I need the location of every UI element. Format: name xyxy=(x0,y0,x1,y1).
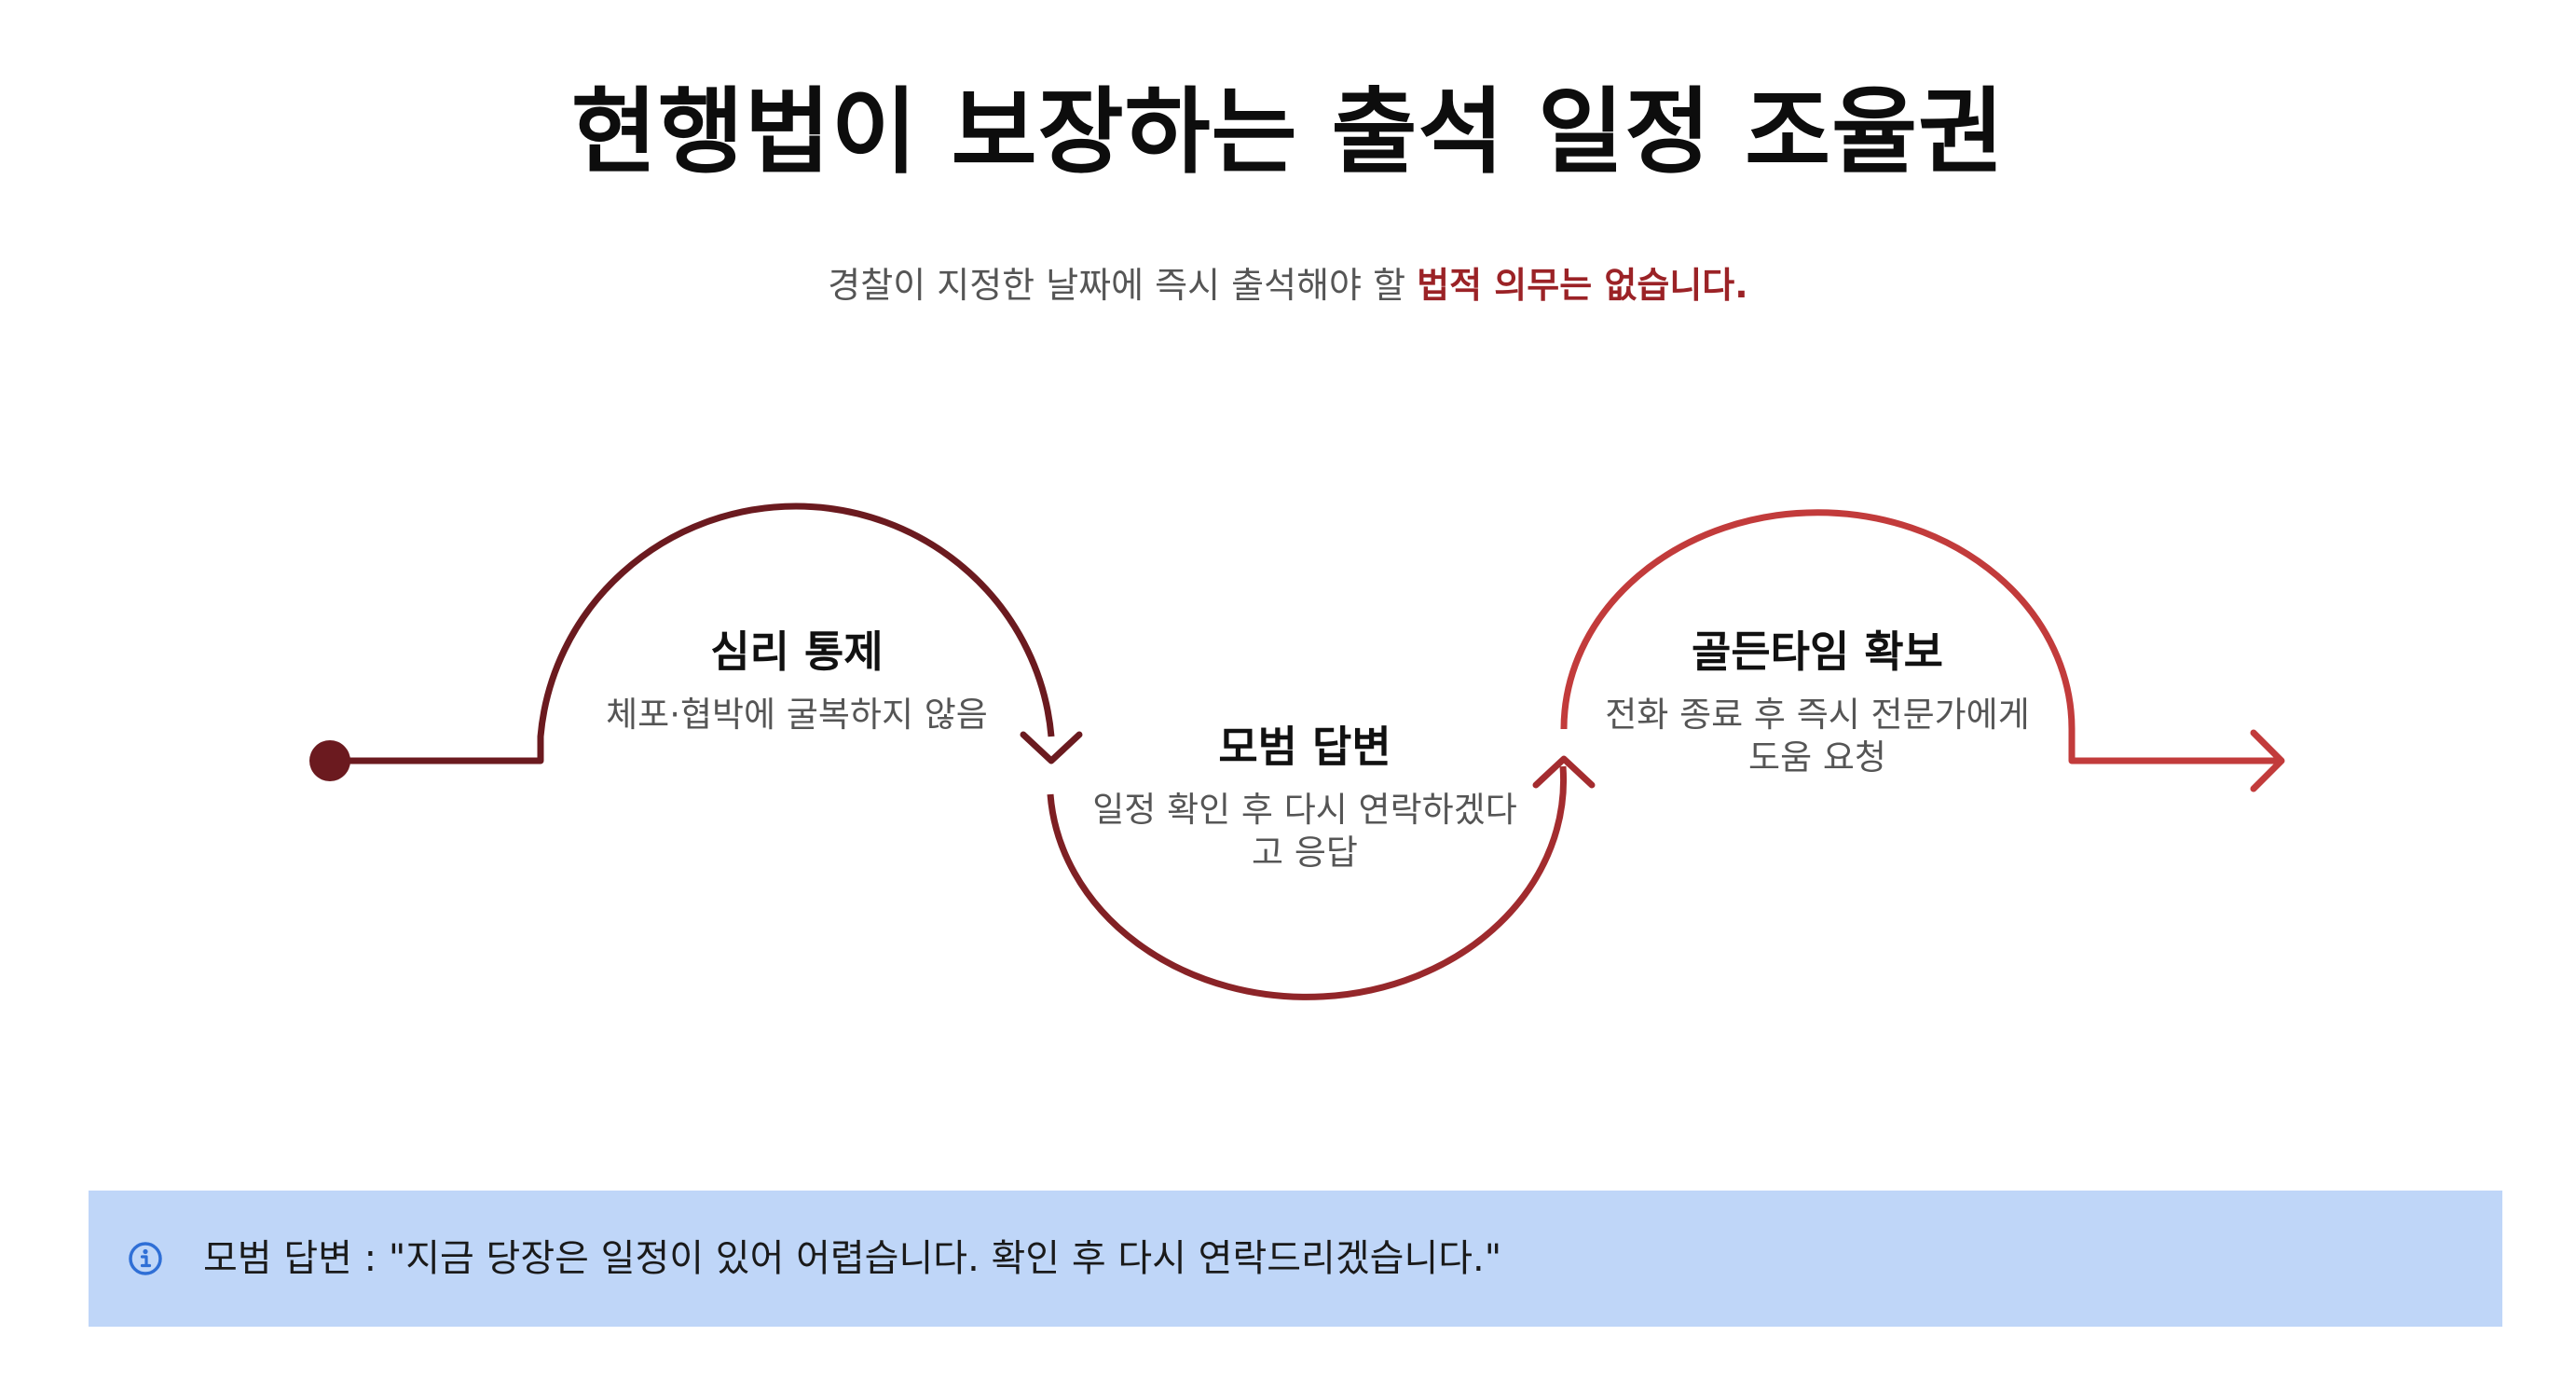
flow-arc-upper-1 xyxy=(330,503,1055,764)
step-3-title: 골든타임 확보 xyxy=(1692,627,1943,677)
step-3-description: 전화 종료 후 즉시 전문가에게 도움 요청 xyxy=(1605,694,2030,778)
arrowhead-down-1 xyxy=(1020,731,1083,764)
page-title: 현행법이 보장하는 출석 일정 조율권 xyxy=(570,77,2006,186)
callout-text: 모범 답변 : "지금 당장은 일정이 있어 어렵습니다. 확인 후 다시 연락… xyxy=(203,1237,1502,1280)
step-2-description: 일정 확인 후 다시 연락하겠다고 응답 xyxy=(1092,789,1517,874)
subtitle-text: 경찰이 지정한 날짜에 즉시 출석해야 할 xyxy=(828,265,1418,306)
step-1-title: 심리 통제 xyxy=(710,627,884,677)
flow-arc-upper-2 xyxy=(1560,509,2281,764)
page-subtitle: 경찰이 지정한 날짜에 즉시 출석해야 할 법적 의무는 없습니다. xyxy=(0,263,2576,309)
callout-box: 모범 답변 : "지금 당장은 일정이 있어 어렵습니다. 확인 후 다시 연락… xyxy=(89,1191,2502,1327)
flow-arc-lower xyxy=(1047,765,1568,1000)
step-1: 심리 통제 체포·협박에 굴복하지 않음 xyxy=(578,625,1016,737)
step-2-title: 모범 답변 xyxy=(1218,722,1391,772)
step-2: 모범 답변 일정 확인 후 다시 연락하겠다고 응답 xyxy=(1086,720,1524,875)
arrowhead-right-end xyxy=(2250,729,2285,792)
step-1-description: 체포·협박에 굴복하지 않음 xyxy=(606,694,988,735)
step-3: 골든타임 확보 전화 종료 후 즉시 전문가에게 도움 요청 xyxy=(1598,625,2036,779)
subtitle-emphasis: 법적 의무는 없습니다. xyxy=(1417,265,1748,306)
info-circle-icon xyxy=(129,1242,162,1275)
arrowhead-up xyxy=(1532,755,1596,789)
